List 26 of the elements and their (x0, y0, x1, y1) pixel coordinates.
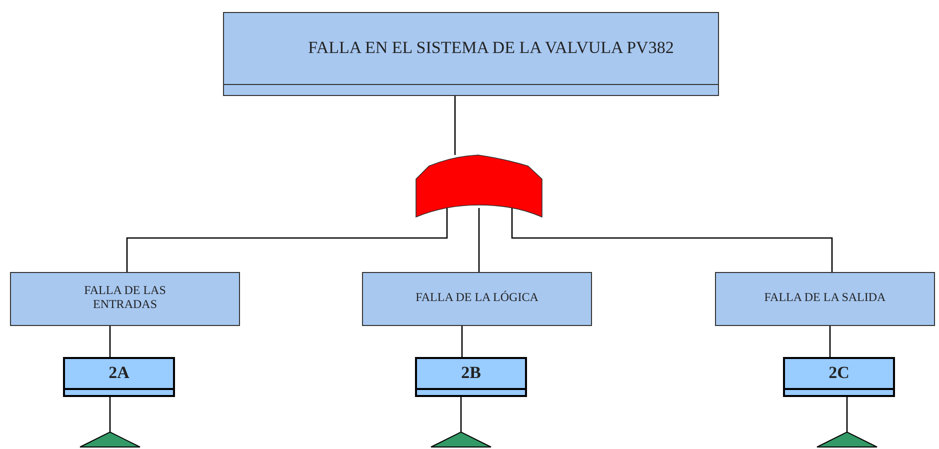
connector-line (461, 326, 463, 357)
event-label: FALLA DE LA SALIDA (764, 290, 886, 304)
transfer-triangle (80, 432, 140, 447)
event-box (415, 357, 527, 397)
connector-line (460, 397, 462, 432)
connector-line (829, 326, 831, 357)
event-box (783, 357, 895, 397)
event-label: FALLA DE LAS ENTRADAS (83, 282, 167, 312)
connector-line (454, 96, 456, 155)
event-box (63, 357, 175, 397)
connector-line (478, 208, 480, 272)
event-code: 2A (108, 362, 130, 384)
event-label: FALLA EN EL SISTEMA DE LA VALVULA PV382 (308, 37, 674, 60)
transfer-triangle (817, 432, 877, 447)
top-event-box (223, 12, 719, 96)
event-code: 2C (828, 362, 850, 384)
connector-line (846, 397, 848, 432)
event-box (715, 272, 935, 326)
event-code: 2B (461, 362, 481, 384)
connector-line (109, 326, 111, 357)
event-box (10, 272, 240, 326)
transfer-triangle (431, 432, 491, 447)
event-box (362, 272, 592, 326)
connector-line (109, 397, 111, 432)
event-label: FALLA DE LA LÓGICA (416, 290, 538, 304)
or-gate-symbol (415, 155, 543, 217)
